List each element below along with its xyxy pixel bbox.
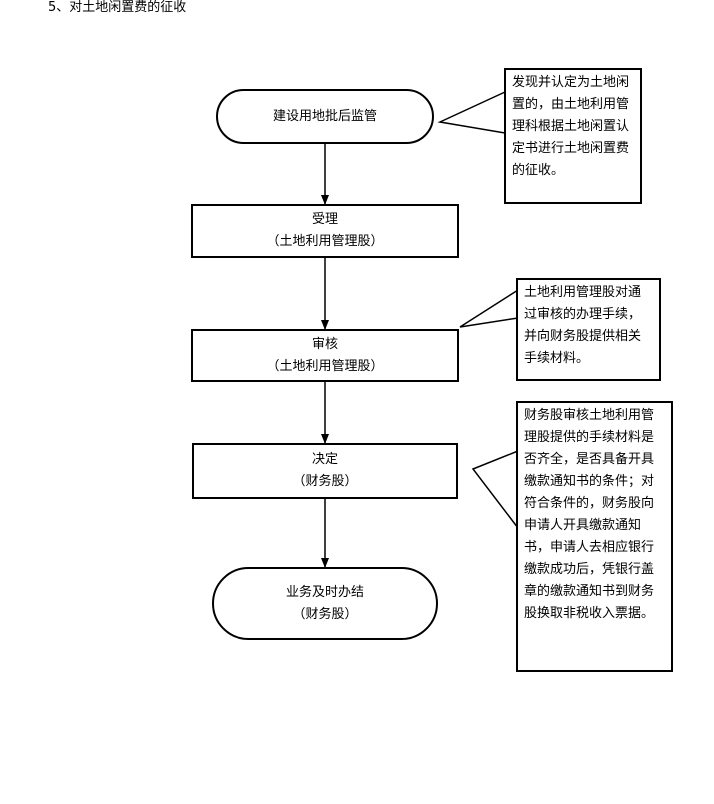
note-line: 手续材料。 bbox=[524, 351, 590, 366]
node-sublabel: （土地利用管理股） bbox=[266, 234, 384, 249]
callout-note-1: 发现并认定为土地闲 置的，由土地利用管 理科根据土地闲置认 定书进行土地闲置费 … bbox=[504, 68, 642, 204]
flow-node-decision: 决定 （财务股） bbox=[192, 443, 458, 499]
note-line: 缴款通知书的条件；对 bbox=[524, 474, 655, 489]
note-line: 理股提供的手续材料是 bbox=[524, 430, 655, 445]
flow-node-start: 建设用地批后监管 bbox=[216, 89, 434, 144]
note-line: 理科根据土地闲置认 bbox=[512, 119, 630, 134]
callout-pointer-3 bbox=[471, 450, 519, 529]
note-line: 缴款成功后，凭银行盖 bbox=[524, 562, 655, 577]
node-label: 建设用地批后监管 bbox=[272, 108, 377, 124]
note-line: 并向财务股提供相关 bbox=[524, 329, 642, 344]
node-label: 审核 bbox=[311, 336, 338, 352]
note-line: 否齐全，是否具备开具 bbox=[524, 452, 655, 467]
note-line: 的征收。 bbox=[512, 163, 565, 178]
callout-pointer-1 bbox=[437, 91, 506, 134]
note-line: 发现并认定为土地闲 bbox=[512, 75, 630, 90]
note-line: 符合条件的，财务股向 bbox=[524, 496, 655, 511]
node-sublabel: （财务股） bbox=[292, 606, 358, 622]
note-line: 申请人开具缴款通知 bbox=[524, 518, 642, 533]
flow-node-review: 审核 （土地利用管理股） bbox=[191, 329, 459, 382]
note-line: 书，申请人去相应银行 bbox=[524, 540, 655, 555]
node-label: 决定 bbox=[311, 452, 338, 467]
note-line: 章的缴款通知书到财务 bbox=[524, 584, 655, 599]
node-label: 受理 bbox=[311, 212, 338, 227]
note-line: 土地利用管理股对通 bbox=[524, 285, 642, 300]
node-sublabel: （财务股） bbox=[292, 474, 358, 489]
callout-note-2: 土地利用管理股对通 过审核的办理手续， 并向财务股提供相关 手续材料。 bbox=[516, 278, 661, 381]
page-title: 5、对土地闲置费的征收 bbox=[48, 0, 187, 15]
node-label: 业务及时办结 bbox=[285, 584, 364, 600]
note-line: 股换取非税收入票据。 bbox=[524, 606, 655, 621]
callout-pointer-2 bbox=[459, 289, 519, 328]
note-line: 定书进行土地闲置费 bbox=[512, 141, 630, 156]
note-line: 置的，由土地利用管 bbox=[512, 97, 630, 112]
flow-node-end: 业务及时办结 （财务股） bbox=[212, 567, 438, 640]
note-line: 财务股审核土地利用管 bbox=[524, 408, 655, 423]
note-line: 过审核的办理手续， bbox=[524, 307, 642, 322]
callout-note-3: 财务股审核土地利用管 理股提供的手续材料是 否齐全，是否具备开具 缴款通知书的条… bbox=[516, 401, 673, 672]
flow-node-accept: 受理 （土地利用管理股） bbox=[191, 204, 459, 258]
node-sublabel: （土地利用管理股） bbox=[266, 358, 384, 374]
